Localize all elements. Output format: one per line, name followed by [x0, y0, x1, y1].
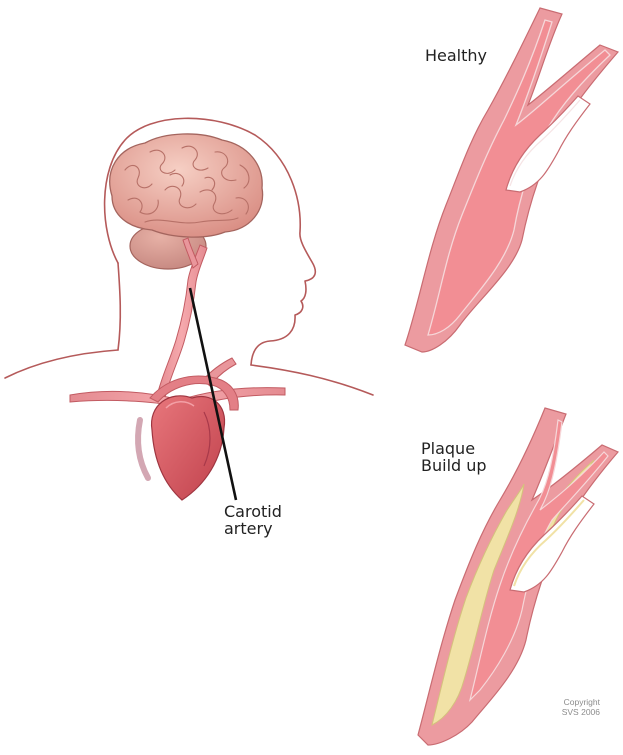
label-plaque-build-up: Plaque Build up	[421, 440, 487, 474]
brain-illustration	[110, 134, 263, 237]
label-healthy: Healthy	[425, 47, 487, 64]
heart-illustration	[138, 396, 224, 500]
copyright-notice: Copyright SVS 2006	[548, 697, 600, 717]
label-carotid-artery: Carotid artery	[224, 503, 282, 537]
